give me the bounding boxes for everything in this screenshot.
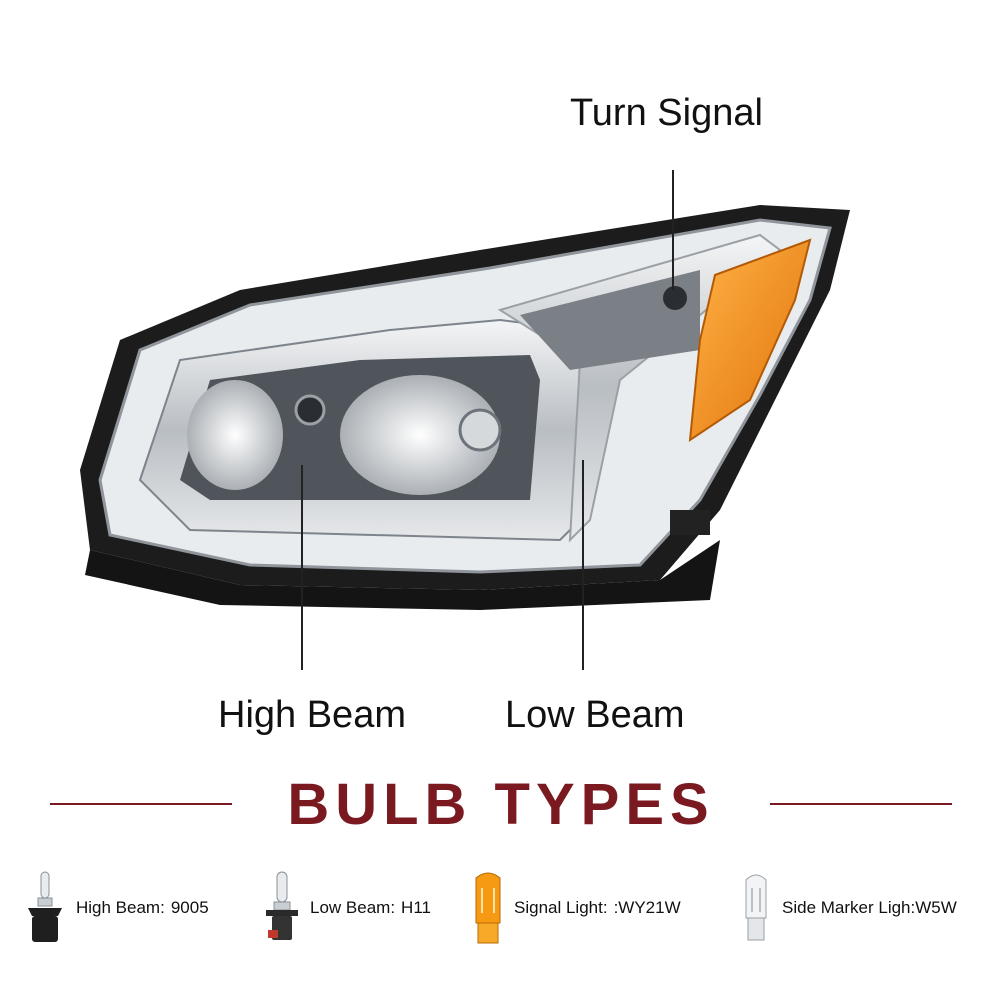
turn-signal-leader-line xyxy=(672,170,674,290)
bulb-h11-icon xyxy=(266,871,298,940)
bulb-marker-label: Side Marker Ligh: xyxy=(782,898,916,917)
bulb-signal-value: :WY21W xyxy=(613,898,681,917)
title-divider-left xyxy=(50,803,232,805)
bulb-item-high-beam: High Beam: 9005 xyxy=(22,868,209,948)
bulb-item-low-beam: Low Beam: H11 xyxy=(262,868,431,948)
low-beam-label: Low Beam xyxy=(505,694,685,736)
headlight-assembly-image xyxy=(80,205,850,610)
title-divider-right xyxy=(770,803,952,805)
low-beam-leader-line xyxy=(582,460,584,670)
bulb-9005-icon xyxy=(28,871,62,942)
bulb-types-title: BULB TYPES xyxy=(287,772,715,837)
bulb-marker-value: W5W xyxy=(915,898,957,917)
high-beam-label: High Beam xyxy=(218,694,406,736)
bulb-signal-label: Signal Light: xyxy=(514,898,608,917)
bulb-high-value: 9005 xyxy=(170,898,209,917)
bulb-item-signal-light: Signal Light: :WY21W xyxy=(470,868,681,948)
bulb-low-label: Low Beam: xyxy=(310,898,396,917)
high-beam-leader-line xyxy=(301,465,303,670)
bulb-amber-signal-icon xyxy=(475,872,501,944)
bulb-high-label: High Beam: xyxy=(76,898,165,917)
bulb-item-side-marker: Side Marker Ligh:W5W xyxy=(738,868,957,948)
turn-signal-label: Turn Signal xyxy=(570,92,763,134)
bulb-low-value: H11 xyxy=(401,898,431,917)
bulb-wedge-w5w-icon xyxy=(745,874,767,941)
